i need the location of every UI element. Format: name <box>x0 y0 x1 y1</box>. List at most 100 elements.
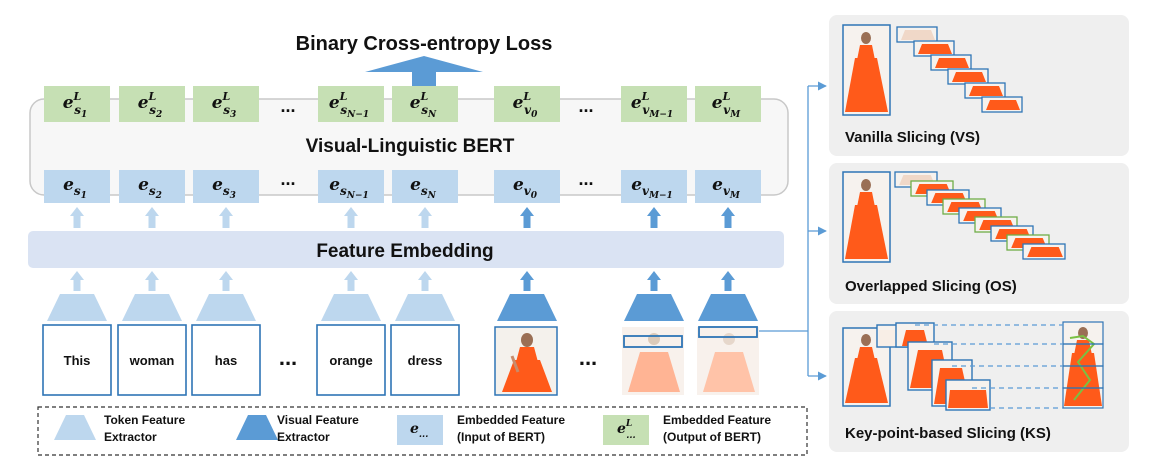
keypoint-slicing-illustration <box>842 320 1104 411</box>
visual-extractor-icon <box>236 415 278 440</box>
input-embedding-label-2: es3 <box>212 175 236 201</box>
legend-embedded-output-line1: Embedded Feature <box>663 413 771 427</box>
input-embedding-7 <box>695 170 761 203</box>
input-embedding-label-7: evM <box>712 175 741 201</box>
vanilla-slices <box>896 26 1023 113</box>
output-embedding-3 <box>318 86 384 122</box>
token-boxes: This woman has orange dress <box>42 324 460 396</box>
embedded-input-icon <box>397 415 443 445</box>
vanilla-slicing-label: Vanilla Slicing (VS) <box>845 129 980 146</box>
input-embedding-5 <box>494 170 560 203</box>
up-arrow-mid-0 <box>70 207 84 228</box>
image-ellipsis: ... <box>579 345 597 370</box>
input-embedding-2 <box>193 170 259 203</box>
up-arrow-low-3 <box>344 271 358 291</box>
legend-token-extractor: Token Feature Extractor <box>54 413 185 444</box>
output-ellipsis-1: ... <box>280 96 295 116</box>
output-embedding-7 <box>695 86 761 122</box>
legend-output-symbol: eL... <box>617 419 636 441</box>
visual-extractor-6 <box>624 294 684 321</box>
token-text-1: woman <box>129 353 175 368</box>
keypoint-slicing-label: Key-point-based Slicing (KS) <box>845 425 1051 442</box>
visual-extractor-7 <box>698 294 758 321</box>
token-box-2 <box>191 324 261 396</box>
up-arrow-mid-2 <box>219 207 233 228</box>
image-slice-m-1 <box>622 327 684 395</box>
feature-embedding-label: Feature Embedding <box>316 241 493 262</box>
token-text-4: dress <box>408 353 443 368</box>
up-arrow-low-6 <box>647 271 661 291</box>
input-embedding-label-4: esN <box>410 175 437 201</box>
output-embedding-0 <box>44 86 110 122</box>
up-arrow-mid-3 <box>344 207 358 228</box>
legend-embedded-input: e... Embedded Feature (Input of BERT) <box>397 413 565 445</box>
input-embedding-6 <box>621 170 687 203</box>
input-ellipsis-2: ... <box>578 169 593 189</box>
legend-embedded-output-line2: (Output of BERT) <box>663 430 761 444</box>
legend-input-symbol: e... <box>410 421 428 440</box>
legend-token-extractor-line1: Token Feature <box>104 413 185 427</box>
diagram-title: Binary Cross-entropy Loss <box>296 33 553 55</box>
legend-embedded-output: eL... Embedded Feature (Output of BERT) <box>603 413 771 445</box>
token-extractor-icon <box>54 415 96 440</box>
embedding-to-input-arrows <box>70 207 735 228</box>
up-arrow-mid-7 <box>721 207 735 228</box>
panel-overlapped-slicing <box>829 163 1129 304</box>
input-embedding-label-5: ev0 <box>513 175 538 201</box>
output-embedding-6 <box>621 86 687 122</box>
up-arrow-low-5 <box>520 271 534 291</box>
up-arrow-low-0 <box>70 271 84 291</box>
token-box-0 <box>42 324 112 396</box>
input-ellipsis-1: ... <box>280 169 295 189</box>
feature-embedding-bar <box>28 231 784 268</box>
token-extractor-2 <box>196 294 256 321</box>
extractor-to-embedding-arrows <box>70 271 735 291</box>
legend-embedded-input-line2: (Input of BERT) <box>457 430 545 444</box>
input-embedding-label-6: evM−1 <box>631 175 673 201</box>
token-text-2: has <box>215 353 237 368</box>
token-text-3: orange <box>329 353 372 368</box>
up-arrow-low-7 <box>721 271 735 291</box>
embedded-output-icon <box>603 415 649 445</box>
up-arrow-mid-5 <box>520 207 534 228</box>
token-extractor-0 <box>47 294 107 321</box>
up-arrow-mid-4 <box>418 207 432 228</box>
input-embedding-1 <box>119 170 185 203</box>
legend-embedded-input-line1: Embedded Feature <box>457 413 565 427</box>
token-box-3 <box>316 324 386 396</box>
overlapped-slicing-illustration <box>842 171 891 263</box>
input-embedding-0 <box>44 170 110 203</box>
image-slice-full <box>494 326 558 396</box>
legend-visual-extractor-line1: Visual Feature <box>277 413 359 427</box>
legend-token-extractor-line2: Extractor <box>104 430 157 444</box>
output-ellipsis-2: ... <box>578 96 593 116</box>
up-arrow-mid-6 <box>647 207 661 228</box>
token-box-4 <box>390 324 460 396</box>
legend-box <box>37 406 808 456</box>
output-embedding-2 <box>193 86 259 122</box>
token-extractor-4 <box>395 294 455 321</box>
legend-visual-extractor-line2: Extractor <box>277 430 330 444</box>
slicing-connector <box>759 81 827 381</box>
output-embedding-5 <box>494 86 560 122</box>
token-ellipsis: ... <box>279 345 297 370</box>
input-embedding-label-1: es2 <box>138 175 162 201</box>
token-box-1 <box>117 324 187 396</box>
visual-extractor-5 <box>497 294 557 321</box>
loss-arrow <box>365 56 483 87</box>
image-slice-m <box>697 326 759 395</box>
up-arrow-low-2 <box>219 271 233 291</box>
up-arrow-mid-1 <box>145 207 159 228</box>
overlapped-slices <box>894 171 1066 260</box>
bert-label: Visual-Linguistic BERT <box>306 136 515 157</box>
token-text-0: This <box>64 353 91 368</box>
up-arrow-low-4 <box>418 271 432 291</box>
output-embedding-1 <box>119 86 185 122</box>
